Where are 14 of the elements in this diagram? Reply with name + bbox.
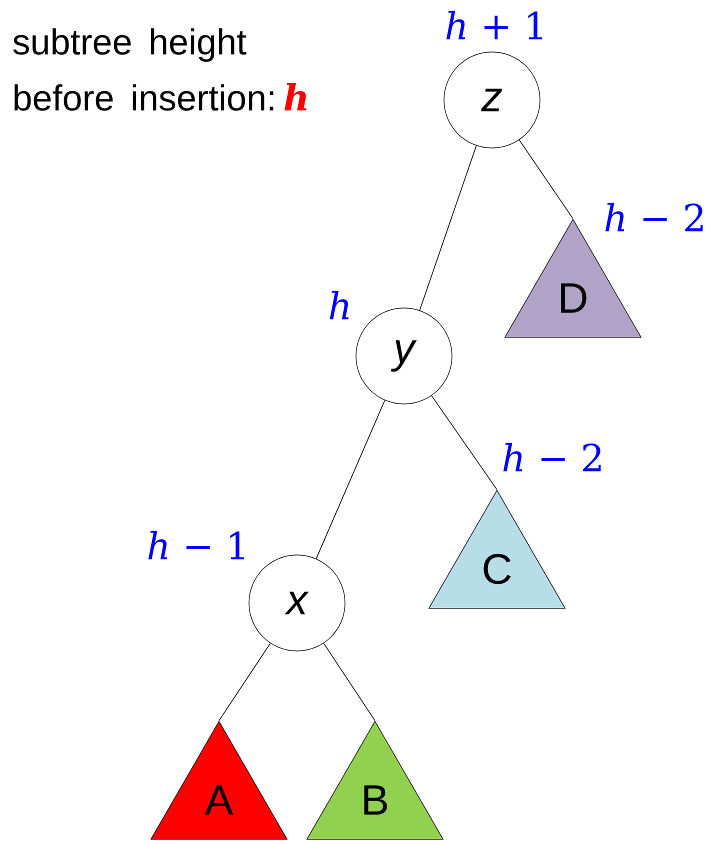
tree-node: x [248, 554, 346, 652]
tree-node: y [356, 308, 452, 404]
tree-edge [518, 140, 574, 220]
height-label: h + 1 [446, 10, 542, 40]
tree-edge [316, 400, 386, 560]
height-label: h − 2 [503, 442, 601, 472]
tree-edge [323, 642, 376, 722]
note-text: subtree height before insertion: h [13, 28, 306, 111]
tree-node: z [444, 52, 540, 148]
height-label: h [330, 290, 349, 320]
tree-edge [218, 642, 271, 722]
tree-edge [419, 145, 477, 311]
height-label: h − 1 [148, 530, 244, 560]
tree-edge [431, 395, 498, 490]
